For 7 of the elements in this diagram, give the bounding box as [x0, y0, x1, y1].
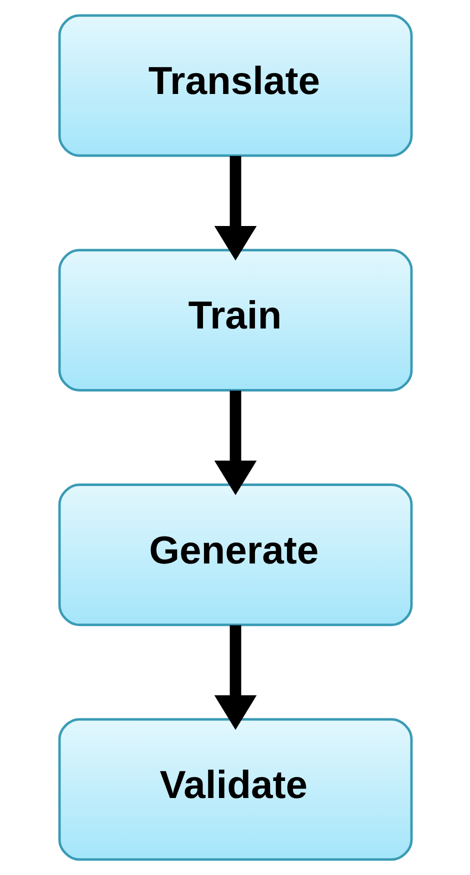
node-box: Validate [58, 718, 412, 861]
arrow [214, 156, 256, 261]
arrow [214, 625, 256, 730]
arrow [214, 390, 256, 496]
node-box: Translate [58, 14, 412, 157]
node-box: Generate [58, 484, 412, 626]
node-box: Train [58, 248, 412, 392]
